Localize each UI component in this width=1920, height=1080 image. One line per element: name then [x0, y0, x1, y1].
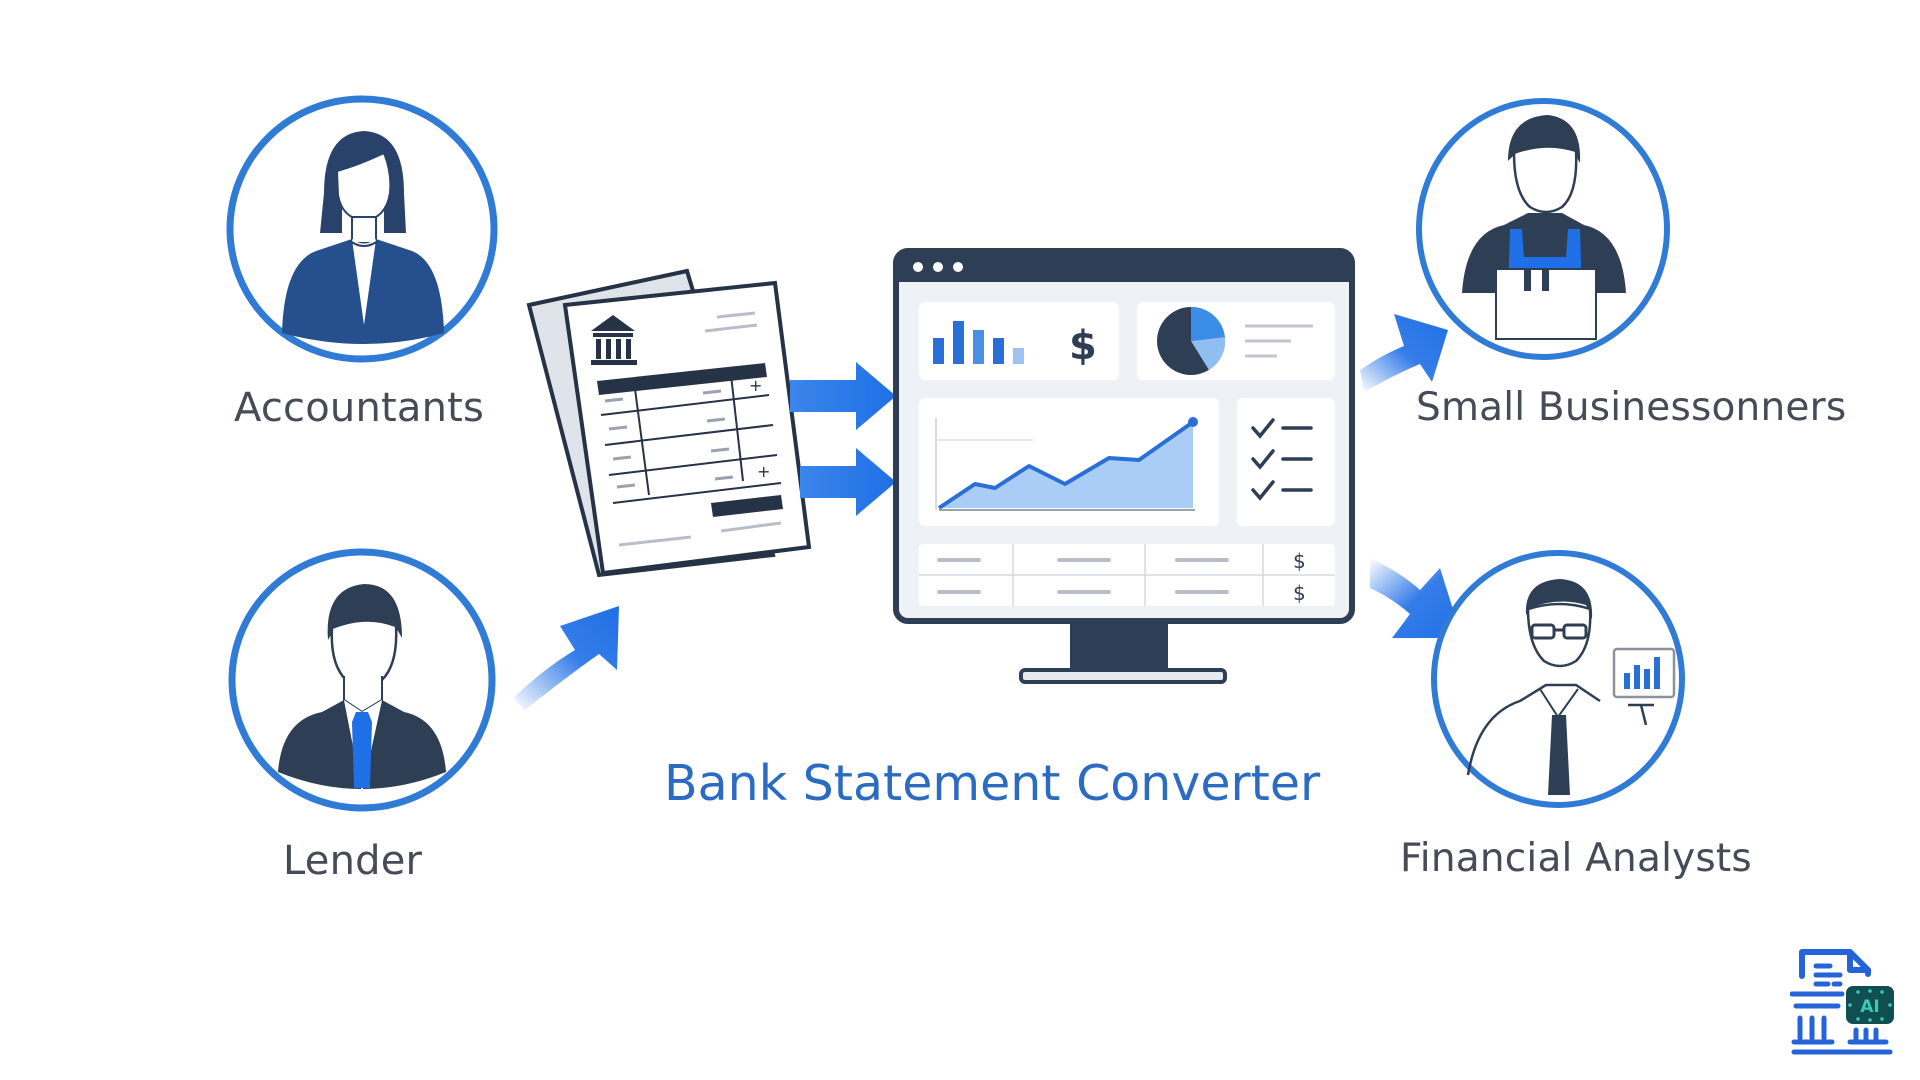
arrow-monitor-to-small-business	[1360, 308, 1460, 398]
arrow-documents-to-monitor-2	[800, 446, 900, 518]
watermark-logo: AI	[1790, 944, 1908, 1056]
arrow-up-right-icon	[513, 606, 619, 710]
dashboard-monitor-icon: $ $ $	[893, 248, 1355, 684]
arrow-lender-to-documents	[505, 598, 625, 718]
analyst-icon	[1431, 550, 1685, 808]
persona-small-business-owners	[1412, 93, 1674, 365]
arrow-monitor-to-financial-analysts	[1370, 548, 1470, 648]
woman-accountant-icon	[226, 95, 498, 363]
diagram-title: Bank Statement Converter	[664, 755, 1321, 812]
persona-lender	[226, 544, 498, 816]
arrow-right-icon	[800, 448, 896, 516]
persona-label-financial-analysts: Financial Analysts	[1400, 836, 1752, 881]
arrow-up-right-icon	[1360, 314, 1448, 392]
persona-label-accountants: Accountants	[234, 385, 485, 431]
arrow-down-right-icon	[1370, 558, 1462, 638]
persona-accountants	[224, 93, 500, 365]
svg-text:$: $	[1069, 323, 1097, 369]
shop-owner-icon	[1416, 98, 1670, 360]
persona-label-lender: Lender	[283, 838, 423, 884]
bank-ai-document-logo: AI	[1790, 949, 1894, 1055]
svg-text:$: $	[1293, 549, 1306, 573]
arrow-right-icon	[790, 362, 896, 430]
svg-text:+: +	[757, 462, 770, 481]
persona-financial-analysts	[1428, 545, 1692, 815]
svg-text:$: $	[1293, 581, 1306, 605]
svg-text:+: +	[749, 376, 762, 395]
svg-text:AI: AI	[1860, 997, 1879, 1017]
bank-statement-documents-icon: + +	[526, 268, 812, 578]
bank-statement-documents: + +	[525, 265, 825, 595]
arrow-documents-to-monitor-1	[790, 360, 900, 432]
dashboard-monitor: $ $ $	[893, 248, 1363, 688]
man-lender-icon	[228, 548, 496, 812]
persona-label-small-business-owners: Small Businessonners	[1416, 385, 1847, 430]
